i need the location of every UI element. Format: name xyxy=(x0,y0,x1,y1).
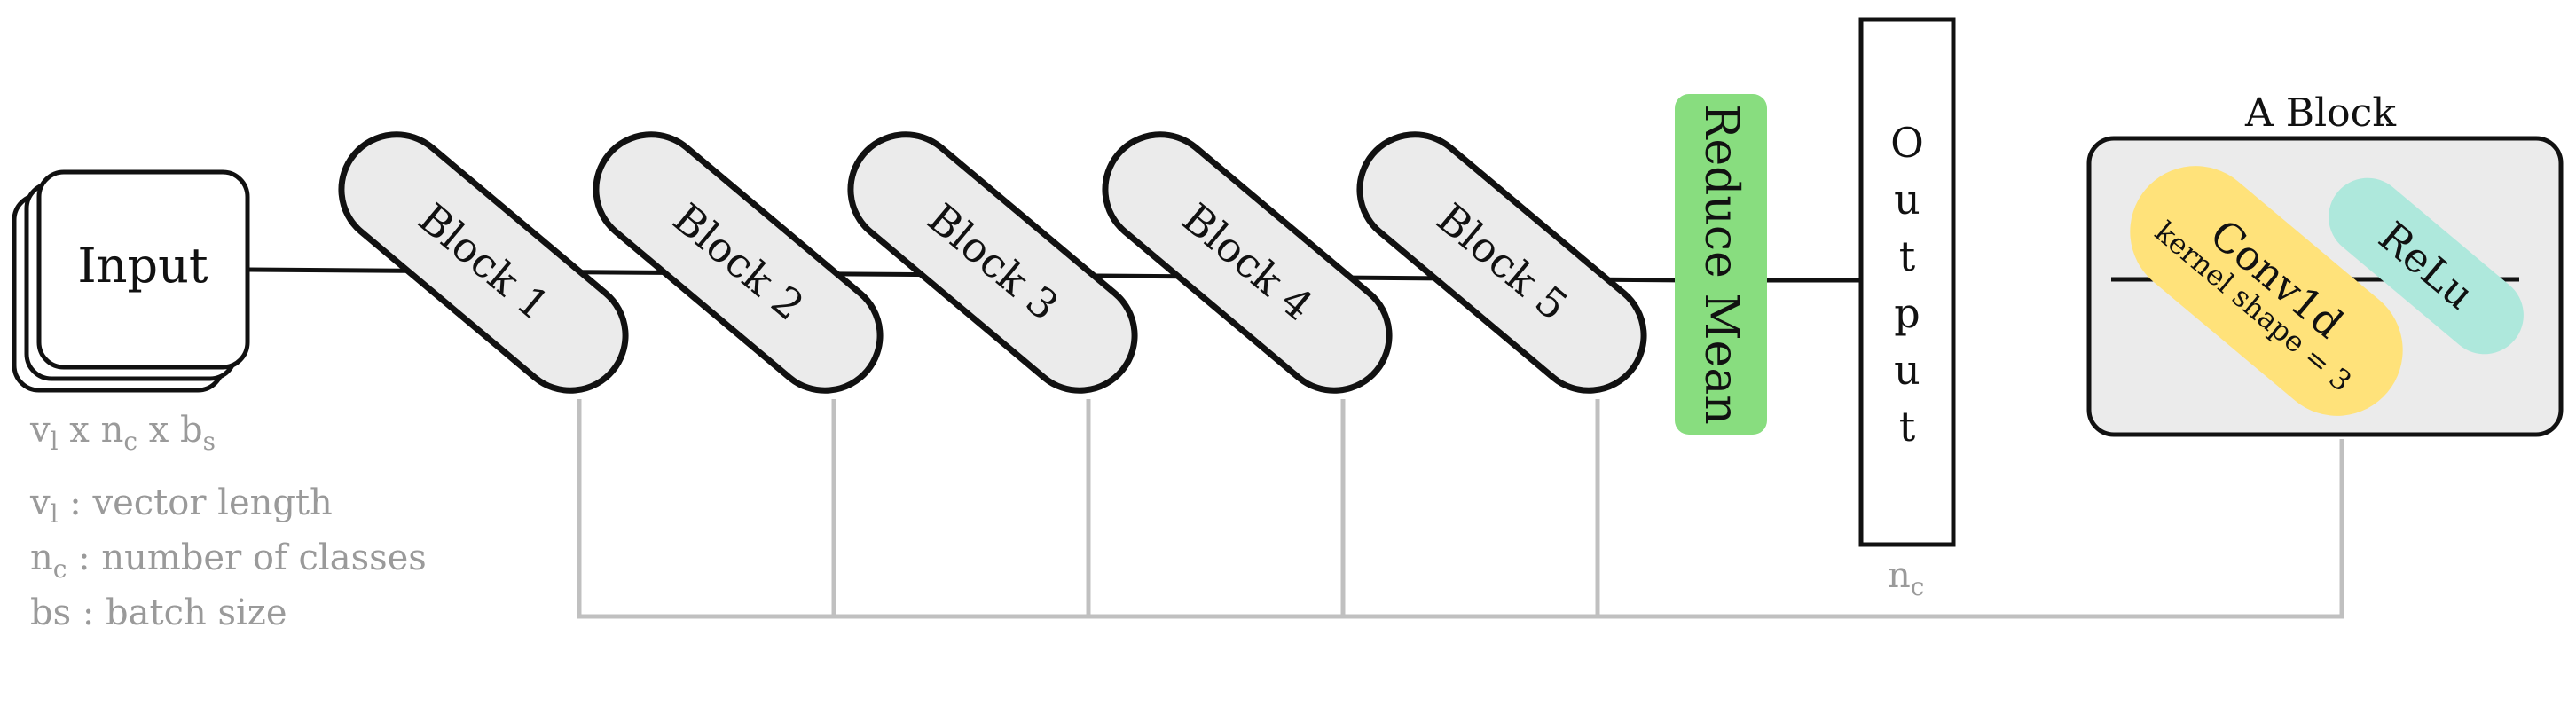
legend-item-number-of-classes: nc : number of classes xyxy=(30,537,427,584)
block-5: Block 5 xyxy=(1356,131,1647,394)
legend-item-batch-size: bs : batch size xyxy=(30,592,287,633)
block-4: Block 4 xyxy=(1102,131,1393,394)
output-letter: t xyxy=(1899,232,1916,280)
block-3: Block 3 xyxy=(847,131,1138,394)
output-letter: u xyxy=(1894,176,1920,224)
input-shape-caption: vl x nc x bs xyxy=(29,410,216,456)
block-1: Block 1 xyxy=(338,131,629,394)
reduce-mean-box: Reduce Mean xyxy=(1675,94,1767,435)
output-letter: p xyxy=(1894,289,1920,337)
output-caption: nc xyxy=(1888,555,1924,601)
connector-bracket xyxy=(577,399,2344,619)
output-letter: O xyxy=(1890,119,1924,167)
output-box: O u t p u t xyxy=(1858,17,1956,547)
output-letter: t xyxy=(1899,403,1916,451)
reduce-mean-label: Reduce Mean xyxy=(1694,104,1747,425)
legend-item-vector-length: vl : vector length xyxy=(29,482,333,529)
legend: vl : vector length nc : number of classe… xyxy=(29,482,427,633)
input-stack: Input xyxy=(12,169,250,393)
input-label: Input xyxy=(77,238,208,294)
detail-title: A Block xyxy=(2244,90,2396,136)
block-2: Block 2 xyxy=(593,131,884,394)
output-letter: u xyxy=(1894,346,1920,394)
block-detail-box: Conv1d kernel shape = 3 ReLu xyxy=(2086,136,2564,437)
